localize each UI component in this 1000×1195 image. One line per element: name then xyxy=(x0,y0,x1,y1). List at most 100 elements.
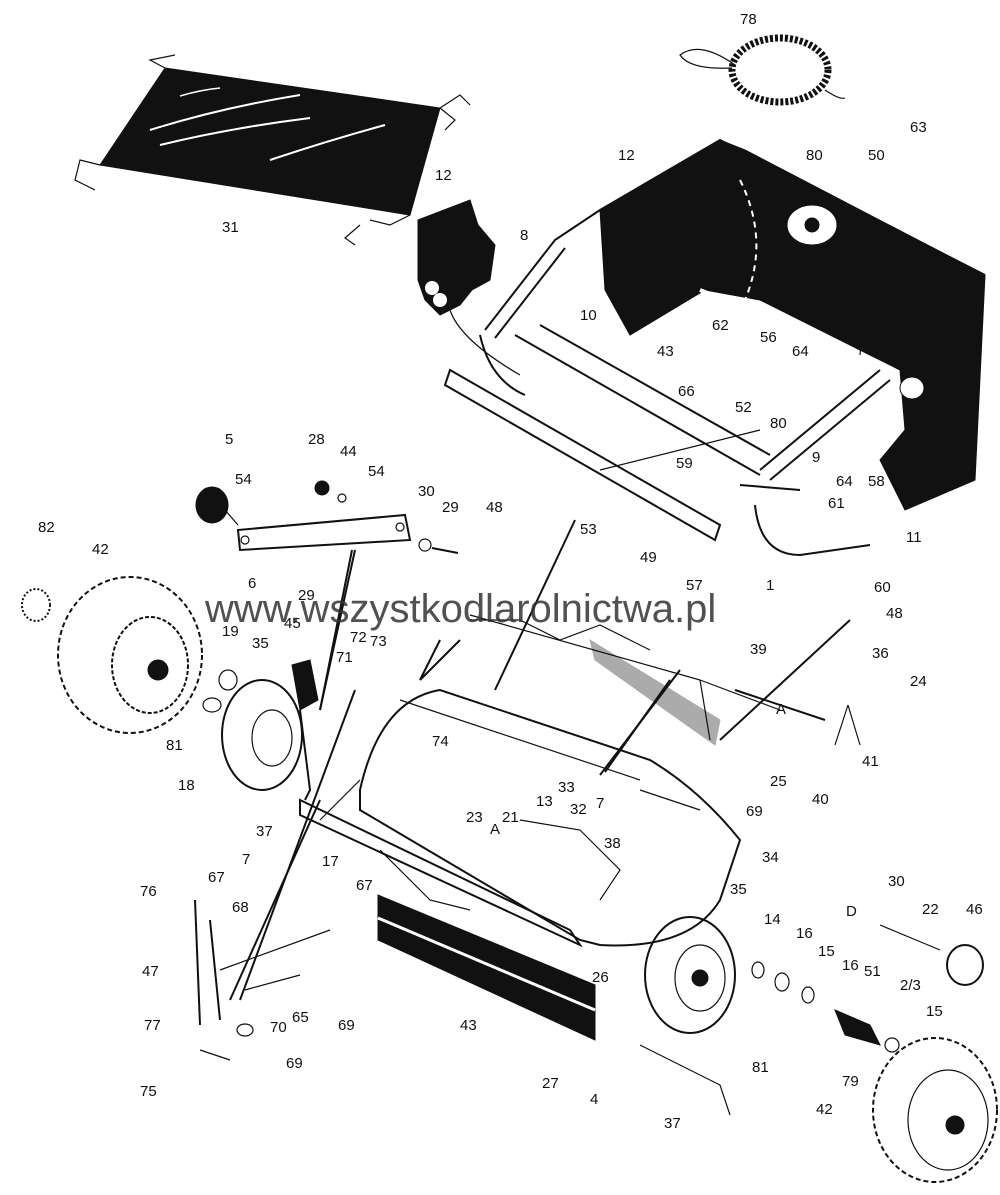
part-label: 33 xyxy=(558,779,575,796)
side-plate-drawing xyxy=(417,199,521,376)
part-label: 35 xyxy=(730,881,747,898)
part-label: 11 xyxy=(906,529,922,546)
part-label: 4 xyxy=(590,1091,598,1108)
part-label: 67 xyxy=(356,877,373,894)
part-label: 78 xyxy=(740,11,757,28)
part-label: 65 xyxy=(292,1009,309,1026)
part-label: 36 xyxy=(872,645,889,662)
part-label: 38 xyxy=(604,835,621,852)
part-label: 53 xyxy=(580,521,597,538)
part-label: 42 xyxy=(92,541,109,558)
part-label: 60 xyxy=(874,579,891,596)
part-label: 69 xyxy=(286,1055,303,1072)
part-label: 81 xyxy=(752,1059,769,1076)
link-bar-drawing xyxy=(195,480,459,554)
watermark-text: www.wszystkodlarolnictwa.pl xyxy=(204,587,716,631)
part-label: 12 xyxy=(435,167,452,184)
part-label: 80 xyxy=(806,147,823,164)
part-label: 15 xyxy=(926,1003,943,1020)
part-label: 45 xyxy=(284,615,301,632)
part-label: 71 xyxy=(336,649,353,666)
part-label: 73 xyxy=(370,633,387,650)
part-label: 43 xyxy=(460,1017,477,1034)
right-wheel-drawing xyxy=(872,1037,998,1183)
part-label: 7 xyxy=(242,851,250,868)
part-label: 69 xyxy=(338,1017,355,1034)
part-label: 22 xyxy=(922,901,939,918)
part-label: 46 xyxy=(966,901,983,918)
part-label: 12 xyxy=(618,147,635,164)
part-label: 16 xyxy=(796,925,813,942)
part-label: 48 xyxy=(886,605,903,622)
part-label: D xyxy=(846,903,857,920)
part-label: 67 xyxy=(208,869,225,886)
part-label: 72 xyxy=(350,629,367,646)
part-label: 77 xyxy=(144,1017,161,1034)
part-label: 61 xyxy=(828,495,845,512)
part-labels: 78 63 12 80 50 12 8 31 10 62 56 64 43 66… xyxy=(38,11,983,1132)
part-label: 17 xyxy=(322,853,339,870)
part-label: 25 xyxy=(770,773,787,790)
part-label: 51 xyxy=(864,963,881,980)
part-label: 9 xyxy=(812,449,820,466)
part-label: 44 xyxy=(340,443,357,460)
part-label: 24 xyxy=(910,673,927,690)
part-label: 32 xyxy=(570,801,587,818)
part-label: 39 xyxy=(750,641,767,658)
part-label: 37 xyxy=(256,823,273,840)
part-label: 8 xyxy=(520,227,528,244)
part-label: 19 xyxy=(222,623,239,640)
part-label: 31 xyxy=(222,219,239,236)
part-label: 80 xyxy=(770,415,787,432)
part-label: 15 xyxy=(818,943,835,960)
part-label: 58 xyxy=(868,473,885,490)
part-label: 16 xyxy=(842,957,859,974)
part-label: 34 xyxy=(762,849,779,866)
part-label: 48 xyxy=(486,499,503,516)
part-label: 29 xyxy=(442,499,459,516)
leader-arrows xyxy=(319,549,861,773)
left-handle-drawing xyxy=(194,659,356,1061)
hopper-frame-drawing xyxy=(443,209,891,557)
part-label: 30 xyxy=(418,483,435,500)
part-label: 18 xyxy=(178,777,195,794)
part-label: 26 xyxy=(592,969,609,986)
sweeper-housing-drawing xyxy=(299,614,781,948)
part-label: 76 xyxy=(140,883,157,900)
part-label: 42 xyxy=(816,1101,833,1118)
part-label: 40 xyxy=(812,791,829,808)
part-label: 75 xyxy=(140,1083,157,1100)
part-label: 28 xyxy=(308,431,325,448)
part-label: 69 xyxy=(746,803,763,820)
part-label: 13 xyxy=(536,793,553,810)
part-label: 49 xyxy=(640,549,657,566)
part-label: 14 xyxy=(764,911,781,928)
part-label: 37 xyxy=(664,1115,681,1132)
part-label: 82 xyxy=(38,519,55,536)
part-label: 68 xyxy=(232,899,249,916)
part-label: 74 xyxy=(432,733,449,750)
part-label: 23 xyxy=(466,809,483,826)
part-label: 30 xyxy=(888,873,905,890)
part-label: A xyxy=(490,821,500,838)
part-label: 54 xyxy=(235,471,252,488)
part-label: 10 xyxy=(580,307,597,324)
part-label: 50 xyxy=(868,147,885,164)
part-label: 63 xyxy=(910,119,927,136)
tarp-cover-drawing xyxy=(74,54,471,246)
part-label: 6 xyxy=(248,575,256,592)
part-label: 35 xyxy=(252,635,269,652)
grass-catcher-drawing xyxy=(599,138,986,511)
part-label: 70 xyxy=(270,1019,287,1036)
part-label: 52 xyxy=(735,399,752,416)
part-label: 64 xyxy=(792,343,809,360)
right-hub-drawing xyxy=(639,916,984,1116)
part-label: 57 xyxy=(686,577,703,594)
part-label: A xyxy=(776,701,786,718)
part-label: 21 xyxy=(502,809,519,826)
part-label: 59 xyxy=(676,455,693,472)
cord-coil-drawing xyxy=(679,34,846,106)
part-label: 1 xyxy=(766,577,774,594)
part-label: 56 xyxy=(760,329,777,346)
